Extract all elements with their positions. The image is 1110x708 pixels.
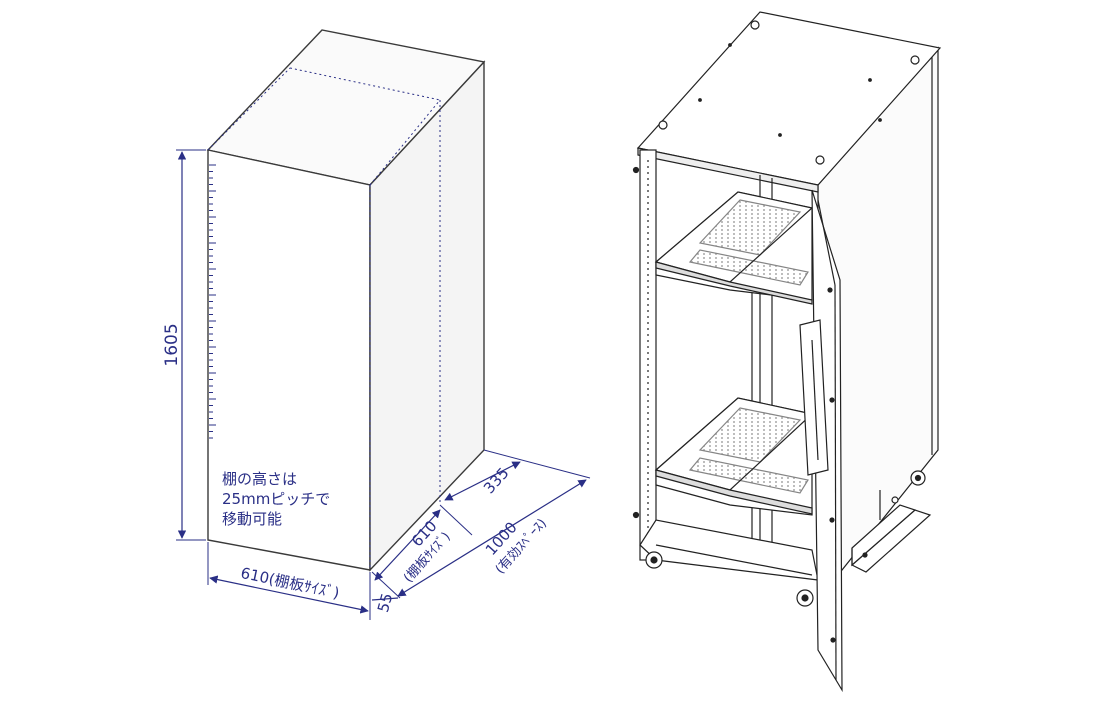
cabinet-illustration (632, 11, 942, 693)
note-line-1: 棚の高さは (222, 470, 297, 488)
shelf-pitch-scale (209, 164, 216, 439)
depth-dimensions (371, 449, 591, 601)
height-dimension-label: 1605 (162, 323, 182, 366)
door-handle (799, 319, 829, 476)
note-line-2: 25mmピッチで (222, 490, 330, 508)
offset-front-label: 55 (374, 591, 396, 614)
width-dimension-label: 610(棚板ｻｲｽﾞ) (239, 564, 341, 602)
shelf-depth-guides (207, 67, 441, 570)
cabinet-outline-box (206, 29, 486, 572)
caster-wheels (645, 470, 926, 607)
stabilizer-bracket (850, 490, 932, 573)
cabinet-front-post (639, 149, 657, 561)
height-dimension: 1605 (162, 149, 206, 541)
note-line-3: 移動可能 (222, 510, 282, 528)
offset-back-label: 335 (480, 464, 513, 497)
